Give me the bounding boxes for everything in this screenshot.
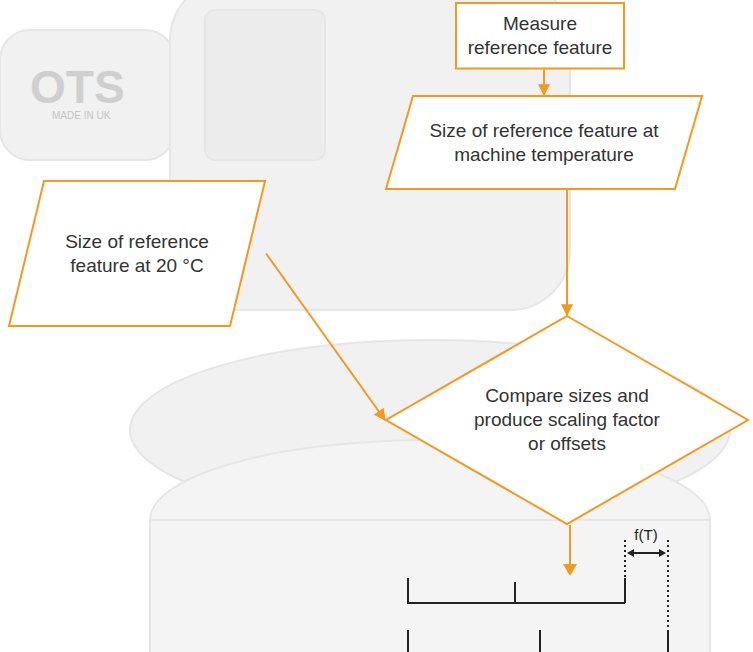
node-outline xyxy=(8,180,266,327)
probe-stand xyxy=(150,520,710,652)
flow-arrow xyxy=(566,190,568,315)
arrow-head xyxy=(563,564,577,576)
node-outline xyxy=(385,95,703,190)
flow-arrow xyxy=(543,70,545,96)
node-border xyxy=(386,316,748,524)
node-text: Compare sizes and produce scaling factor… xyxy=(465,384,669,455)
node-outline xyxy=(455,2,625,70)
scale-bars xyxy=(408,525,668,652)
scale-bar xyxy=(408,630,668,652)
node-text: Size of reference feature at 20 °C xyxy=(54,230,220,278)
output-arrow xyxy=(569,525,571,566)
transmitter-head xyxy=(0,30,175,160)
dimension-line xyxy=(632,552,661,554)
process-box: Measure reference feature xyxy=(455,2,625,70)
decision-diamond: Compare sizes and produce scaling factor… xyxy=(385,315,749,525)
data-parallelogram: Size of reference feature at 20 °C xyxy=(8,180,266,327)
probe-window xyxy=(205,10,325,160)
watermark-text: OTS xyxy=(30,60,125,114)
dotted-guide xyxy=(624,540,626,578)
node-border xyxy=(456,3,624,69)
dotted-guide xyxy=(667,540,669,630)
dimension-arrows xyxy=(627,549,666,557)
node-text: Measure reference feature xyxy=(465,12,615,60)
node-border xyxy=(9,181,265,326)
dimension-label: f(T) xyxy=(634,526,657,543)
node-border xyxy=(386,96,702,189)
flow-arrow xyxy=(266,254,385,421)
scale-bar xyxy=(408,578,625,603)
data-parallelogram: Size of reference feature at machine tem… xyxy=(385,95,703,190)
watermark-text: MADE IN UK xyxy=(52,110,110,121)
node-text: Size of reference feature at machine tem… xyxy=(423,119,665,167)
